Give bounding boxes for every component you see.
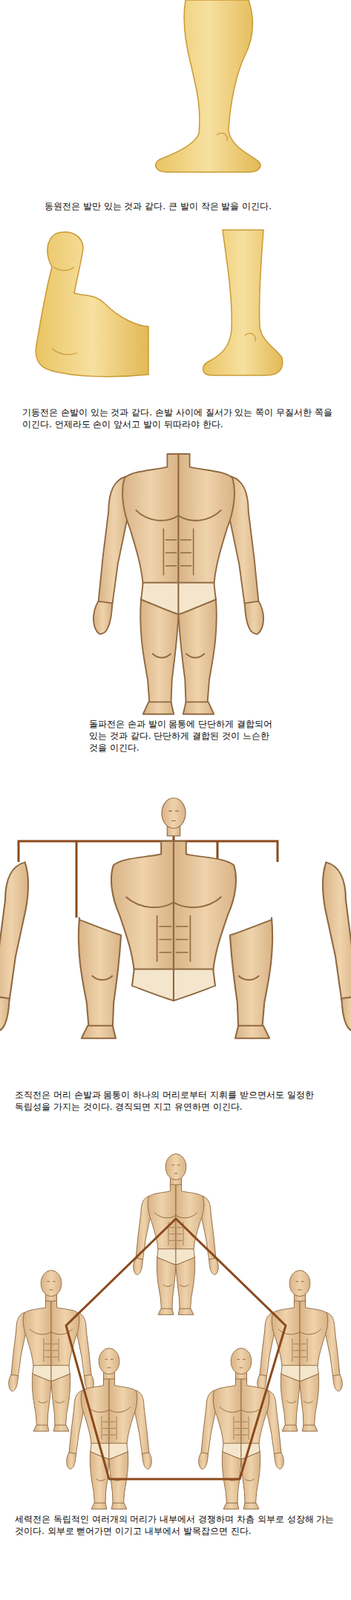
body-figure bbox=[93, 454, 264, 715]
head-part bbox=[161, 798, 186, 837]
left-arm-part bbox=[0, 862, 29, 1032]
ankle-detail bbox=[216, 133, 228, 141]
torso-part bbox=[111, 841, 236, 1002]
caption-text: 돌파전은 손과 발이 몸통에 단단하게 결합되어 있는 것과 같다. 단단하게 … bbox=[89, 718, 290, 754]
ankle-detail bbox=[244, 333, 256, 342]
caption-text: 조직전은 머리 손발과 몸통이 하나의 머리로부터 지휘를 받으면서도 일정한 … bbox=[14, 1089, 342, 1114]
pentagon-outline bbox=[66, 1219, 286, 1480]
foot-figure bbox=[203, 230, 283, 376]
leg-figure bbox=[155, 0, 261, 173]
arm-figure bbox=[35, 232, 149, 377]
right-leg-part bbox=[230, 917, 273, 1039]
left-leg-part bbox=[78, 917, 121, 1039]
caption-text: 기동전은 손발이 있는 것과 같다. 손발 사이에 질서가 있는 쪽이 무질서한… bbox=[22, 406, 342, 431]
arm-detail bbox=[51, 267, 78, 355]
right-arm-part bbox=[322, 862, 351, 1032]
caption-text: 세력전은 독립적인 여러개의 머리가 내부에서 경쟁하며 차츰 외부로 성장해 … bbox=[14, 1513, 342, 1538]
person-figure bbox=[133, 1154, 219, 1316]
caption-text: 동원전은 발만 있는 것과 같다. 큰 발이 작은 발을 이긴다. bbox=[44, 200, 342, 213]
